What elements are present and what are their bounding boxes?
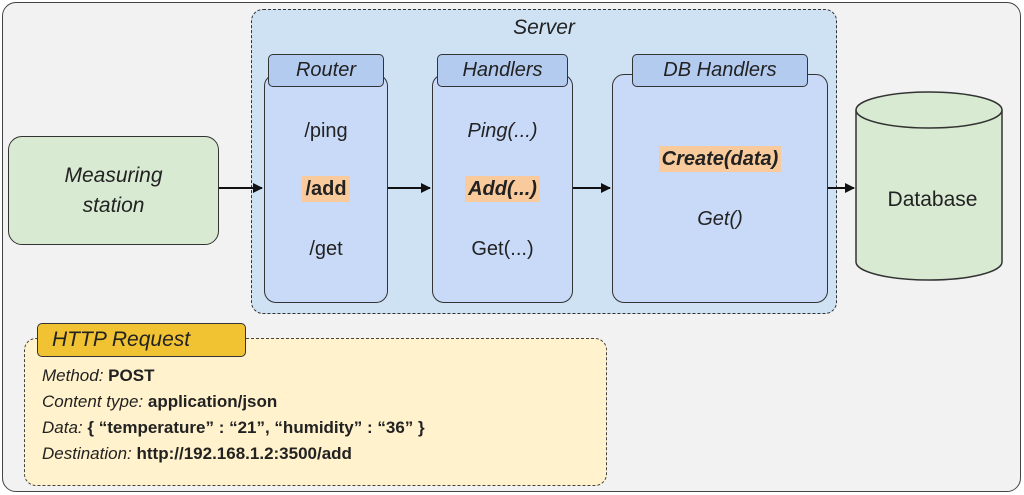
handler-get: Get(...) bbox=[471, 238, 534, 260]
handler-ping: Ping(...) bbox=[467, 120, 538, 142]
content-type-value: application/json bbox=[147, 392, 278, 411]
method-value: POST bbox=[108, 366, 155, 385]
db-create: Create(data) bbox=[658, 146, 782, 172]
handlers-title: Handlers bbox=[437, 54, 568, 87]
route-ping: /ping bbox=[304, 120, 348, 142]
router-title: Router bbox=[268, 54, 384, 87]
http-request-box bbox=[24, 338, 607, 486]
content-type-label: Content type: bbox=[42, 392, 144, 411]
db-handlers-column bbox=[612, 74, 828, 303]
data-value: { “temperature” : “21”, “humidity” : “36… bbox=[87, 418, 425, 437]
route-add: /add bbox=[302, 176, 350, 202]
server-title: Server bbox=[513, 16, 575, 39]
measuring-station-box: Measuring station bbox=[8, 136, 219, 245]
request-method-line: Method: POST bbox=[42, 366, 154, 386]
db-handlers-title: DB Handlers bbox=[632, 54, 808, 87]
request-destination-line: Destination: http://192.168.1.2:3500/add bbox=[42, 444, 352, 464]
destination-value: http://192.168.1.2:3500/add bbox=[136, 444, 352, 463]
database-label: Database bbox=[887, 188, 978, 211]
measuring-station-line2: station bbox=[82, 193, 145, 217]
handler-add: Add(...) bbox=[465, 176, 540, 202]
database-cylinder bbox=[855, 91, 1003, 281]
data-label: Data: bbox=[42, 418, 83, 437]
http-request-title: HTTP Request bbox=[37, 323, 246, 357]
destination-label: Destination: bbox=[42, 444, 132, 463]
db-get: Get() bbox=[697, 208, 743, 230]
request-content-type-line: Content type: application/json bbox=[42, 392, 277, 412]
route-get: /get bbox=[309, 238, 343, 260]
request-data-line: Data: { “temperature” : “21”, “humidity”… bbox=[42, 418, 425, 438]
measuring-station-line1: Measuring bbox=[64, 163, 163, 187]
method-label: Method: bbox=[42, 366, 104, 385]
